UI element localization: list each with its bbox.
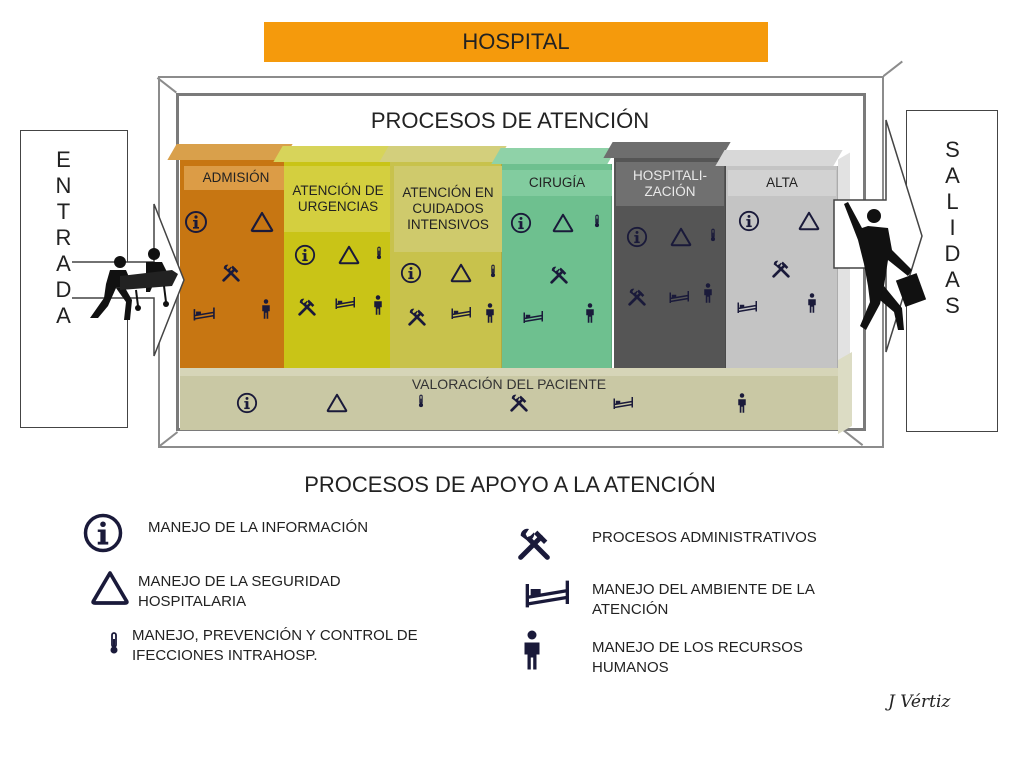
author-signature: J Vértiz <box>888 692 951 712</box>
salidas-label: S A L I D A S <box>944 137 962 318</box>
hospital-banner: HOSPITAL <box>264 22 768 62</box>
bed-icon <box>334 294 358 312</box>
process-cirugia: CIRUGÍA <box>491 148 617 376</box>
process-hospitalizacion: HOSPITALI-ZACIÓN <box>603 142 731 376</box>
process-cap <box>167 144 293 160</box>
legend-seguridad: MANEJO DE LA SEGURIDAD HOSPITALARIA <box>138 573 341 610</box>
legend-informacion: MANEJO DE LA INFORMACIÓN <box>148 519 369 536</box>
tools-icon <box>626 286 648 308</box>
bed-icon <box>450 304 474 322</box>
process-label-hospitalizacion: HOSPITALI-ZACIÓN <box>616 162 724 206</box>
valoracion-side-face <box>838 351 852 435</box>
person-icon <box>372 294 384 316</box>
process-admision: ADMISIÓN <box>167 144 293 376</box>
bed-icon <box>612 394 636 412</box>
info-icon <box>294 244 316 266</box>
process-columns: ADMISIÓN ATENCIÓN DE URGENCIAS ATENCIÓN … <box>167 142 852 380</box>
bed-icon <box>668 288 692 306</box>
legend-ambiente: MANEJO DEL AMBIENTE DE LA ATENCIÓN <box>592 581 815 618</box>
triangle-icon <box>338 244 360 266</box>
triangle-icon <box>552 212 574 234</box>
legend-recursos: MANEJO DE LOS RECURSOS HUMANOS <box>592 639 803 676</box>
tools-icon <box>508 392 530 414</box>
person-icon <box>736 392 748 414</box>
tools-icon <box>548 264 570 286</box>
thermometer-icon <box>590 210 604 232</box>
info-icon <box>510 212 532 234</box>
legend-administrativos: PROCESOS ADMINISTRATIVOS <box>592 529 817 546</box>
info-icon <box>738 210 760 232</box>
main-title: PROCESOS DE ATENCIÓN <box>370 108 650 133</box>
info-icon <box>184 210 208 234</box>
paramedics-figure-icon <box>90 248 178 320</box>
triangle-icon <box>326 392 348 414</box>
triangle-icon <box>670 226 692 248</box>
entrada-label: E N T R A D A <box>55 147 73 328</box>
valoracion-label: VALORACIÓN DEL PACIENTE <box>411 376 607 392</box>
tools-icon <box>406 306 428 328</box>
thermometer-icon <box>486 260 500 282</box>
process-intensivos: ATENCIÓN EN CUIDADOS INTENSIVOS <box>379 146 507 376</box>
process-label-admision: ADMISIÓN <box>184 166 288 190</box>
valoracion-bar: VALORACIÓN DEL PACIENTE <box>180 368 838 430</box>
person-icon <box>584 302 596 324</box>
triangle-icon <box>450 262 472 284</box>
process-urgencias: ATENCIÓN DE URGENCIAS <box>273 146 397 376</box>
process-cap <box>379 146 507 162</box>
info-icon <box>236 392 258 414</box>
bed-icon <box>522 308 546 326</box>
bed-icon <box>192 304 218 324</box>
salidas-box: S A L I D A S <box>906 110 998 432</box>
person-icon <box>260 298 272 320</box>
process-label-cirugia: CIRUGÍA <box>502 170 612 196</box>
info-icon <box>400 262 422 284</box>
thermometer-icon <box>414 390 428 412</box>
process-cap <box>491 148 617 164</box>
banner-title: HOSPITAL <box>462 29 570 54</box>
process-cap <box>603 142 731 158</box>
thermometer-icon <box>706 224 720 246</box>
process-label-urgencias: ATENCIÓN DE URGENCIAS <box>284 166 392 232</box>
process-label-alta: ALTA <box>728 170 836 196</box>
triangle-icon <box>250 210 274 234</box>
process-label-intensivos: ATENCIÓN EN CUIDADOS INTENSIVOS <box>394 166 502 252</box>
bed-icon <box>736 298 760 316</box>
process-cap <box>273 146 397 162</box>
person-icon <box>520 628 544 672</box>
tools-icon <box>296 296 318 318</box>
box-corner-line <box>882 60 903 77</box>
tools-icon <box>220 262 242 284</box>
triangle-icon <box>798 210 820 232</box>
person-icon <box>484 302 496 324</box>
tools-icon <box>514 524 554 564</box>
legend-infecciones: MANEJO, PREVENCIÓN Y CONTROL DE IFECCION… <box>132 627 418 664</box>
process-cap <box>715 150 843 166</box>
bed-icon <box>522 574 576 614</box>
person-icon <box>806 292 818 314</box>
process-alta: ALTA <box>715 150 843 376</box>
info-icon <box>82 512 124 554</box>
businessman-jumping-icon <box>844 202 927 330</box>
tools-icon <box>770 258 792 280</box>
thermometer-icon <box>372 242 386 264</box>
thermometer-icon <box>102 622 126 664</box>
info-icon <box>626 226 648 248</box>
support-title: PROCESOS DE APOYO A LA ATENCIÓN <box>304 472 716 497</box>
triangle-icon <box>90 568 130 608</box>
person-icon <box>702 282 714 304</box>
